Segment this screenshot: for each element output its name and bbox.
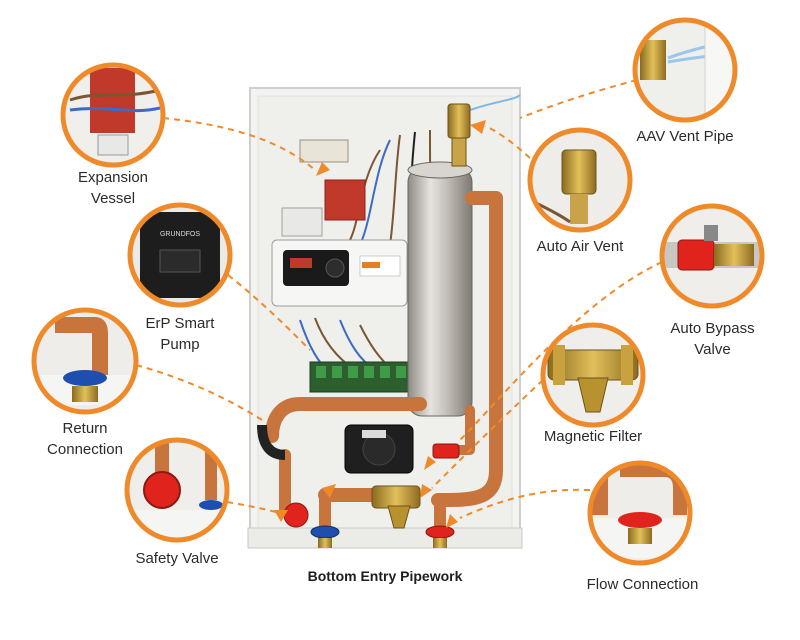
label-return-connection: Return Connection <box>30 418 140 460</box>
control-panel <box>271 239 408 307</box>
label-safety-valve: Safety Valve <box>117 548 237 569</box>
leader-expansion-vessel <box>162 117 316 171</box>
boiler-unit <box>247 87 523 549</box>
label-line: Auto Bypass <box>670 320 755 337</box>
callout-auto-bypass-valve <box>659 203 765 309</box>
leader-bypass <box>459 261 663 441</box>
callout-magnetic-filter <box>540 322 646 428</box>
auto-air-vent-unit <box>447 103 471 139</box>
label-line: AAV Vent Pipe <box>636 128 734 145</box>
diagram-caption: Bottom Entry Pipework <box>307 568 463 584</box>
label-line: Vessel <box>90 190 136 207</box>
magnetic-filter-unit <box>371 485 421 529</box>
callout-safety-valve <box>124 437 230 543</box>
label-expansion-vessel: Expansion Vessel <box>60 167 166 209</box>
label-erp-smart-pump: ErP Smart Pump <box>130 313 230 355</box>
leader-aav <box>519 79 638 119</box>
terminal-block-mid <box>281 207 323 237</box>
pointer-arrows <box>274 120 486 528</box>
label-line: Connection <box>47 441 123 458</box>
safety-valve-cap <box>283 502 309 528</box>
leader-safety-valve <box>226 501 277 513</box>
leader-erp-pump <box>227 274 311 351</box>
label-auto-bypass-valve: Auto Bypass Valve <box>655 318 770 360</box>
label-line: ErP Smart <box>145 315 215 332</box>
leader-flow <box>459 488 591 519</box>
terminal-block-top <box>299 139 349 163</box>
label-flow-connection: Flow Connection <box>565 574 720 595</box>
flow-connection-cap <box>425 525 455 539</box>
label-line: Auto Air Vent <box>536 238 624 255</box>
label-line: Safety Valve <box>135 550 219 567</box>
heat-exchanger-cylinder <box>407 161 473 417</box>
callout-erp-smart-pump: GRUNDFOS <box>127 202 233 308</box>
callout-flow-connection <box>587 460 693 566</box>
drain-hose <box>257 424 286 460</box>
circulation-pump <box>344 424 414 474</box>
callout-expansion-vessel <box>60 62 166 168</box>
relay-board <box>309 361 409 393</box>
return-thread <box>318 538 332 548</box>
label-auto-air-vent: Auto Air Vent <box>520 236 640 257</box>
pump-brand-text: GRUNDFOS <box>160 231 200 238</box>
return-connection-cap <box>310 525 340 539</box>
flow-thread <box>433 538 447 548</box>
callout-auto-air-vent <box>527 127 633 233</box>
label-magnetic-filter: Magnetic Filter <box>528 426 658 447</box>
label-aav-vent-pipe: AAV Vent Pipe <box>620 126 750 147</box>
label-line: Flow Connection <box>586 576 699 593</box>
label-line: Expansion <box>77 169 149 186</box>
leader-return <box>135 364 263 421</box>
copper-pipework <box>265 191 503 536</box>
green-terminals <box>316 366 406 378</box>
label-line: Pump <box>160 336 200 353</box>
callout-aav-vent-pipe <box>632 17 738 123</box>
bypass-valve-unit <box>432 443 460 459</box>
leader-lines <box>135 79 663 519</box>
expansion-vessel-body <box>324 179 366 221</box>
leader-auto-air-vent <box>484 125 531 159</box>
callout-return-connection <box>31 307 139 415</box>
air-vent-stem <box>451 137 467 167</box>
label-line: Magnetic Filter <box>543 428 643 445</box>
cabinet-bottom-lip <box>247 527 523 549</box>
label-line: Valve <box>694 341 731 358</box>
label-line: Return <box>62 420 108 437</box>
